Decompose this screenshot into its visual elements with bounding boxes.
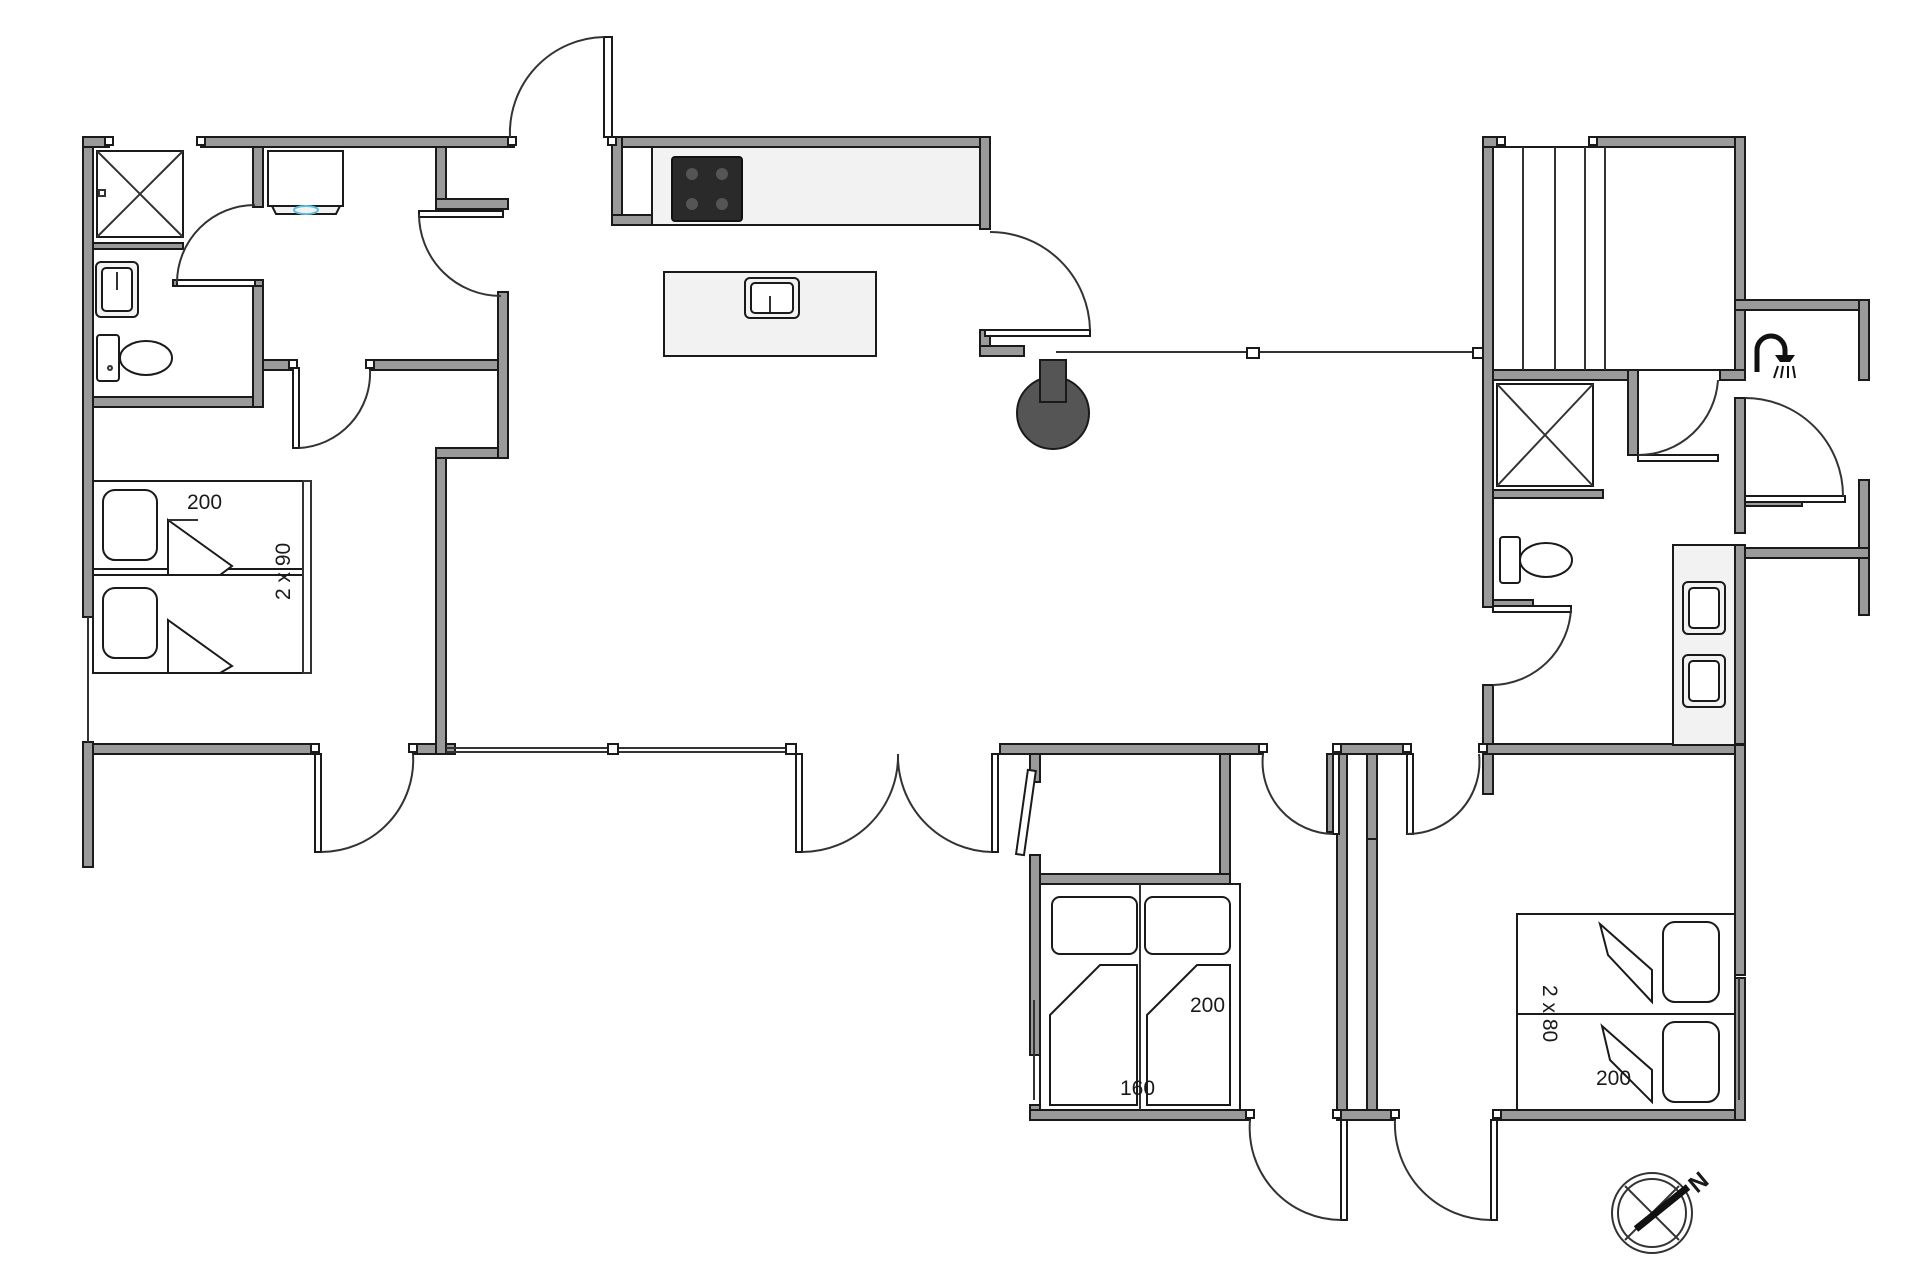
windows xyxy=(87,347,1740,1100)
shower-tray-right xyxy=(1496,383,1594,487)
bed-right-size-label: 2 x 80 xyxy=(1538,985,1561,1042)
bed-icon-right xyxy=(1516,913,1736,1111)
bed-middle-length-label: 200 xyxy=(1190,994,1225,1017)
fireplace-icon xyxy=(1016,359,1090,450)
bed-icon-middle xyxy=(1039,883,1241,1111)
bed-middle-width-label: 160 xyxy=(1120,1077,1155,1100)
bed-left-length-label: 200 xyxy=(187,491,222,514)
toilet-icon xyxy=(96,334,173,382)
shower-icon xyxy=(1754,333,1796,379)
shower-tray-left xyxy=(96,150,184,238)
compass-icon xyxy=(1611,1172,1693,1254)
sauna-bench-icon xyxy=(1492,146,1736,371)
bed-left-size-label: 2 x 90 xyxy=(272,543,295,600)
doors xyxy=(176,36,1846,1222)
stove-icon xyxy=(671,156,743,222)
toilet-icon-right xyxy=(1499,536,1573,584)
walls xyxy=(82,136,1870,1121)
bed-right-length-label: 200 xyxy=(1596,1067,1631,1090)
double-sink-counter xyxy=(1672,544,1736,746)
bed-icon-left xyxy=(92,480,312,674)
washing-machine-icon xyxy=(267,150,344,215)
sink-icon xyxy=(95,261,139,318)
kitchen-island xyxy=(663,271,877,357)
